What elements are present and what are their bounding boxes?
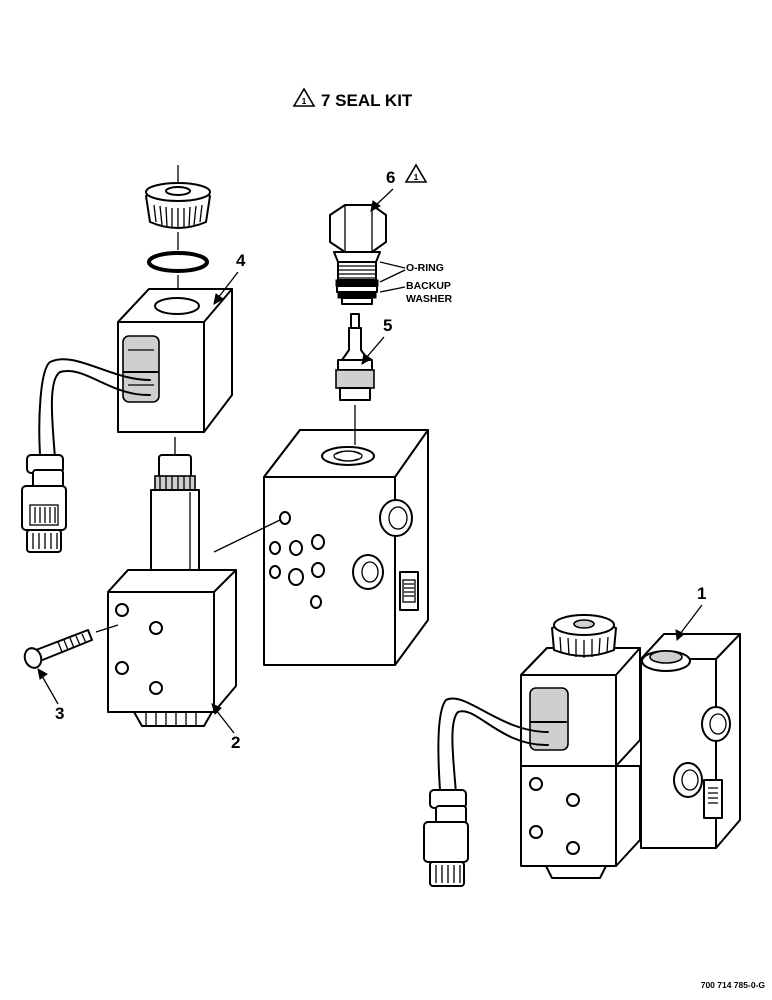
valve-body-cube	[107, 569, 237, 727]
title-marker: 1	[302, 96, 307, 106]
seal-kit-label: 7 SEAL KIT	[321, 91, 413, 110]
callout-4-number: 4	[236, 251, 246, 270]
callout-item-3: 3	[37, 668, 64, 723]
revision-triangle-icon	[404, 163, 428, 183]
assembled-valve	[423, 614, 741, 887]
mounting-bolt	[23, 624, 119, 669]
callout-6-marker: 1	[414, 172, 419, 182]
callout-5-number: 5	[383, 316, 392, 335]
backup-washer-label-line1: BACKUP	[406, 280, 451, 292]
manifold-block	[213, 429, 429, 666]
callout-item-1: 1	[675, 584, 706, 642]
backup-washer-label-line2: WASHER	[406, 293, 453, 305]
callout-1-number: 1	[697, 584, 706, 603]
callout-2-number: 2	[231, 733, 240, 752]
callout-6-number: 6	[386, 168, 395, 187]
callout-3-number: 3	[55, 704, 64, 723]
figure-number: 700 714 785-0-G	[701, 980, 766, 990]
solenoid-valve-stem	[150, 437, 200, 586]
callout-item-6: 6 1	[370, 163, 428, 212]
revision-triangle-icon	[292, 87, 316, 107]
solenoid-wire-connector	[21, 358, 151, 553]
valve-plunger	[335, 313, 375, 445]
o-ring-label: O-RING	[406, 262, 444, 274]
solenoid-coil	[117, 275, 233, 433]
cartridge-valve	[329, 204, 406, 305]
callout-item-4: 4	[213, 251, 246, 305]
seal-kit-title: 1 7 SEAL KIT	[292, 87, 413, 110]
callout-item-2: 2	[211, 703, 240, 752]
callout-item-5: 5	[361, 316, 392, 365]
o-ring-seal	[147, 232, 209, 273]
knurled-nut	[145, 165, 211, 229]
